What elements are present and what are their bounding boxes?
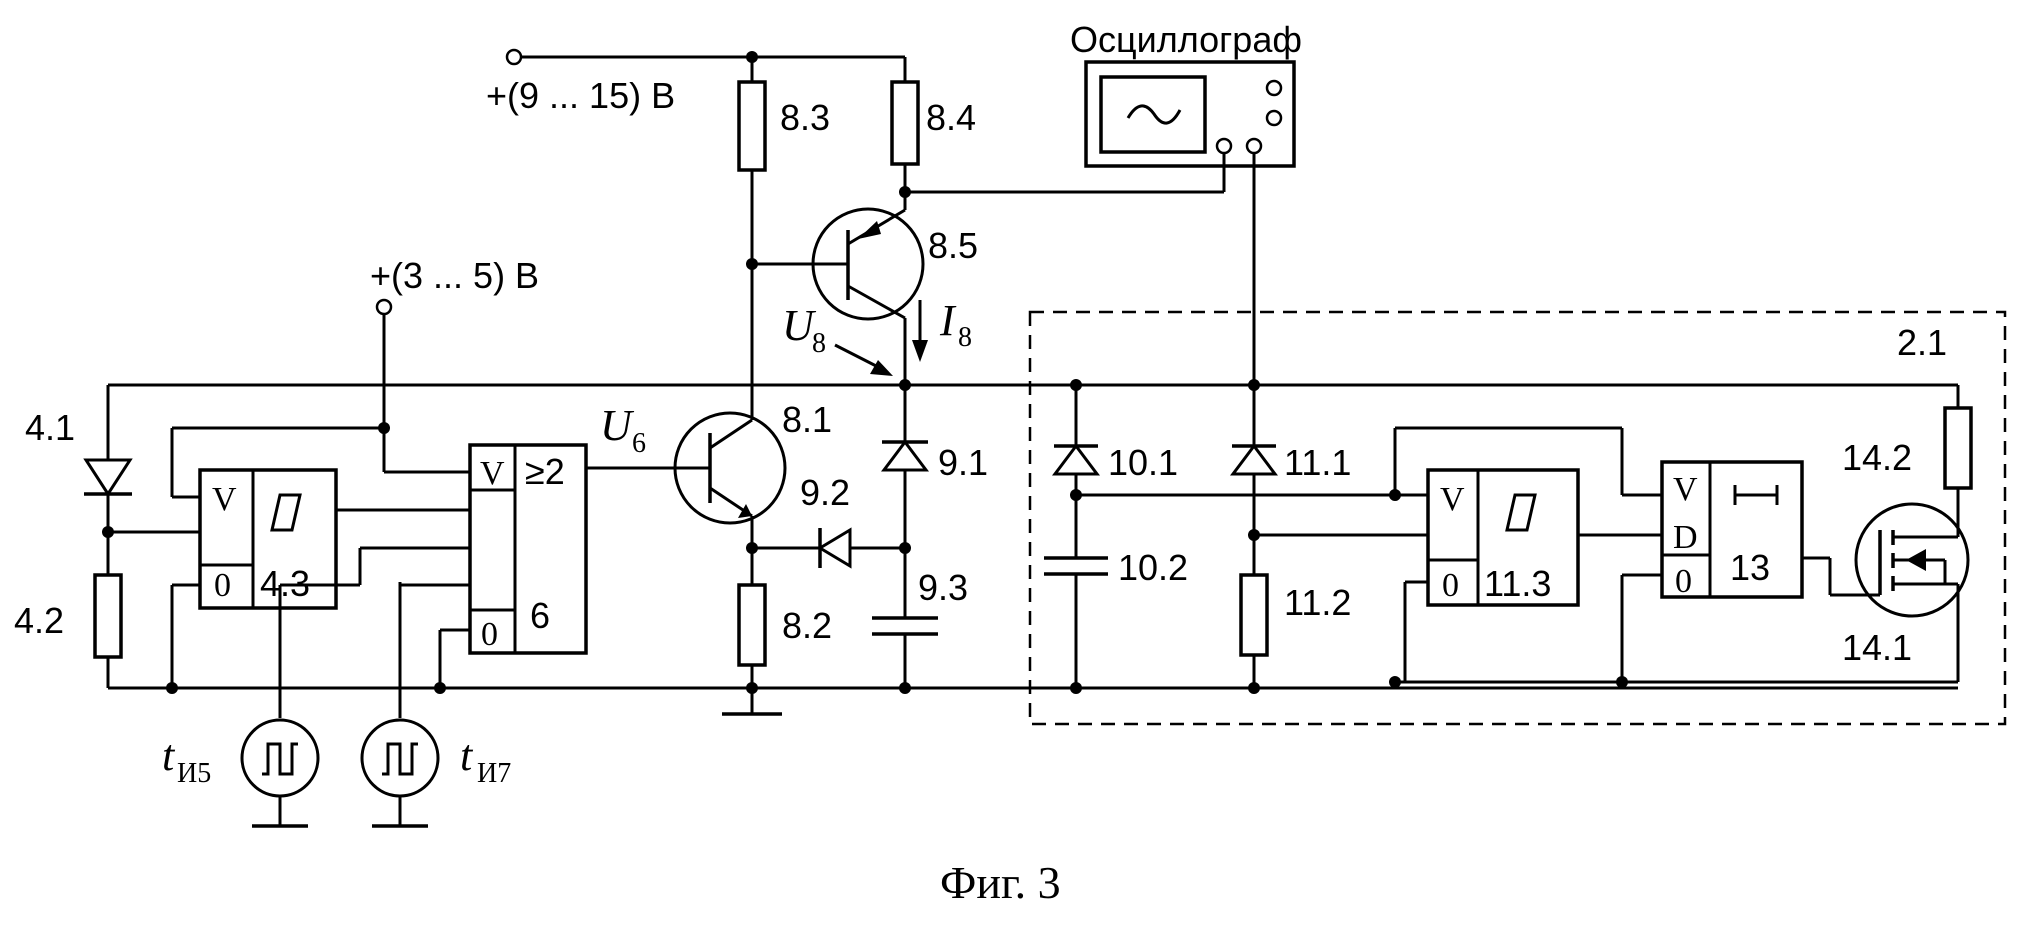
supply-high-net [505,48,907,82]
block-13-num: 13 [1730,547,1770,588]
block-6-zero-wire [438,628,470,688]
u8-pointer [834,343,893,376]
label-11-1: 11.1 [1284,442,1351,483]
diode-10-1-icon [1052,385,1401,558]
label-9-1: 9.1 [938,442,988,483]
label-8-1: 8.1 [782,399,832,440]
figure-caption: Фиг. 3 [940,857,1061,908]
block-13-v: V [1673,471,1698,508]
block-4-3-v: V [212,481,237,518]
resistor-11-2 [1239,573,1269,688]
supply-high-terminal [505,48,523,66]
ground-bus [108,676,1958,716]
label-9-3: 9.3 [918,567,968,608]
diode-9-2-icon [752,527,911,569]
label-14-2: 14.2 [1842,437,1912,478]
pulse-generator-t5-icon [240,546,470,828]
label-10-1: 10.1 [1108,442,1178,483]
diode-11-1-icon [1230,385,1428,575]
label-11-2: 11.2 [1284,582,1351,623]
label-u8-sub: 8 [812,328,826,359]
block-6-zero: 0 [481,616,498,653]
label-u6: U [600,401,635,450]
pulse-generator-t7-icon [360,582,470,828]
block-13-d: D [1673,519,1698,556]
label-10-2: 10.2 [1118,547,1188,588]
supply-low-terminal [375,298,393,316]
diode-4-1-icon [83,385,200,575]
label-t7: t [460,731,474,780]
resistor-4-2 [93,573,123,688]
label-i8-sub: 8 [958,322,972,353]
label-14-1: 14.1 [1842,627,1912,668]
label-t7-sub: И7 [477,758,511,789]
label-4-1: 4.1 [25,407,75,448]
module-boundary [1028,310,2007,726]
label-8-4: 8.4 [926,97,976,138]
label-u8: U [782,301,817,350]
block-13 [1620,460,1880,682]
label-4-2: 4.2 [14,600,64,641]
block-11-3 [1393,426,1662,682]
block-11-3-num: 11.3 [1484,563,1551,604]
block-6 [468,443,690,655]
label-8-5: 8.5 [928,225,978,266]
label-i8: I [939,296,957,345]
block-11-3-v: V [1440,481,1465,518]
capacitor-10-2 [1044,556,1108,688]
transistor-8-1-icon [673,383,787,585]
current-arrow-i8 [912,300,928,362]
supply-high-label: +(9 ... 15) В [486,75,675,116]
diode-9-1-icon [881,385,929,618]
label-t5-sub: И5 [177,758,211,789]
mosfet-14-1-icon [1854,502,1970,682]
block-6-func: ≥2 [525,451,565,492]
block-6-v: V [480,455,505,492]
capacitor-9-3 [872,616,938,688]
resistor-8-3 [737,80,767,383]
label-8-2: 8.2 [782,605,832,646]
block-4-3-zero: 0 [214,567,231,604]
block-13-zero: 0 [1675,563,1692,600]
oscilloscope [905,60,1296,385]
label-8-3: 8.3 [780,97,830,138]
label-2-1: 2.1 [1897,322,1947,363]
block-6-num: 6 [530,595,550,636]
label-9-2: 9.2 [800,472,850,513]
label-t5: t [162,731,176,780]
oscilloscope-label: Осциллограф [1070,19,1302,60]
resistor-8-2 [737,583,767,688]
supply-low-net [170,298,470,499]
resistor-14-2 [1943,406,1973,520]
label-u6-sub: 6 [632,428,646,459]
supply-low-label: +(3 ... 5) В [370,255,539,296]
block-11-3-zero: 0 [1442,567,1459,604]
transistor-8-5-icon [746,186,925,385]
